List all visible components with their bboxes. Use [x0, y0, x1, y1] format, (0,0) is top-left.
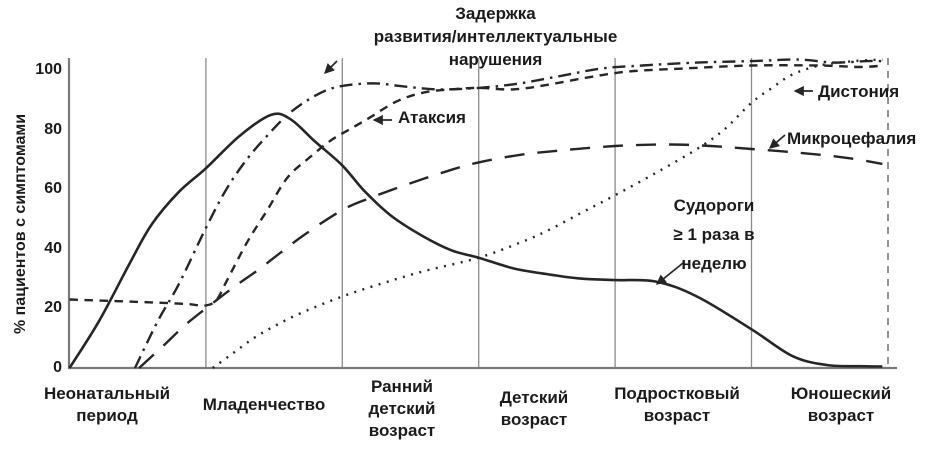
annotation-arrow-seizures [655, 262, 684, 285]
series-label-ataxia: Атаксия [398, 108, 466, 127]
y-tick-label: 80 [44, 120, 62, 138]
y-tick-label: 100 [35, 61, 62, 78]
curve-microcephaly [138, 143, 883, 369]
series-label-developmental-delay: Задержка развития/интеллектуальные наруш… [373, 4, 618, 69]
y-tick-label: 0 [53, 359, 62, 376]
series-label-dystonia: Дистония [818, 82, 900, 101]
x-stage-label: Младенчество [202, 395, 326, 414]
curve-seizures [68, 112, 883, 369]
y-tick-label: 60 [44, 180, 62, 198]
x-stage-label: Детский возраст [499, 388, 569, 429]
x-stage-label: Ранний детский возраст [368, 377, 436, 440]
curve-developmental-delay [133, 58, 883, 369]
curve-ataxia [69, 64, 883, 307]
x-stage-label: Неонатальный период [43, 384, 171, 425]
y-tick-label: 20 [44, 299, 62, 317]
annotation-arrow-microcephaly [768, 134, 786, 149]
x-stage-label: Подростковый возраст [614, 384, 740, 425]
series-label-seizures: Судороги ≥ 1 раза в неделю [673, 196, 755, 273]
annotation-arrow-developmental-delay [324, 60, 338, 74]
series-label-microcephaly: Микроцефалия [787, 129, 917, 148]
x-stage-label: Юношеский возраст [790, 384, 892, 425]
y-tick-label: 40 [44, 239, 62, 257]
curve-dystonia [211, 58, 883, 369]
